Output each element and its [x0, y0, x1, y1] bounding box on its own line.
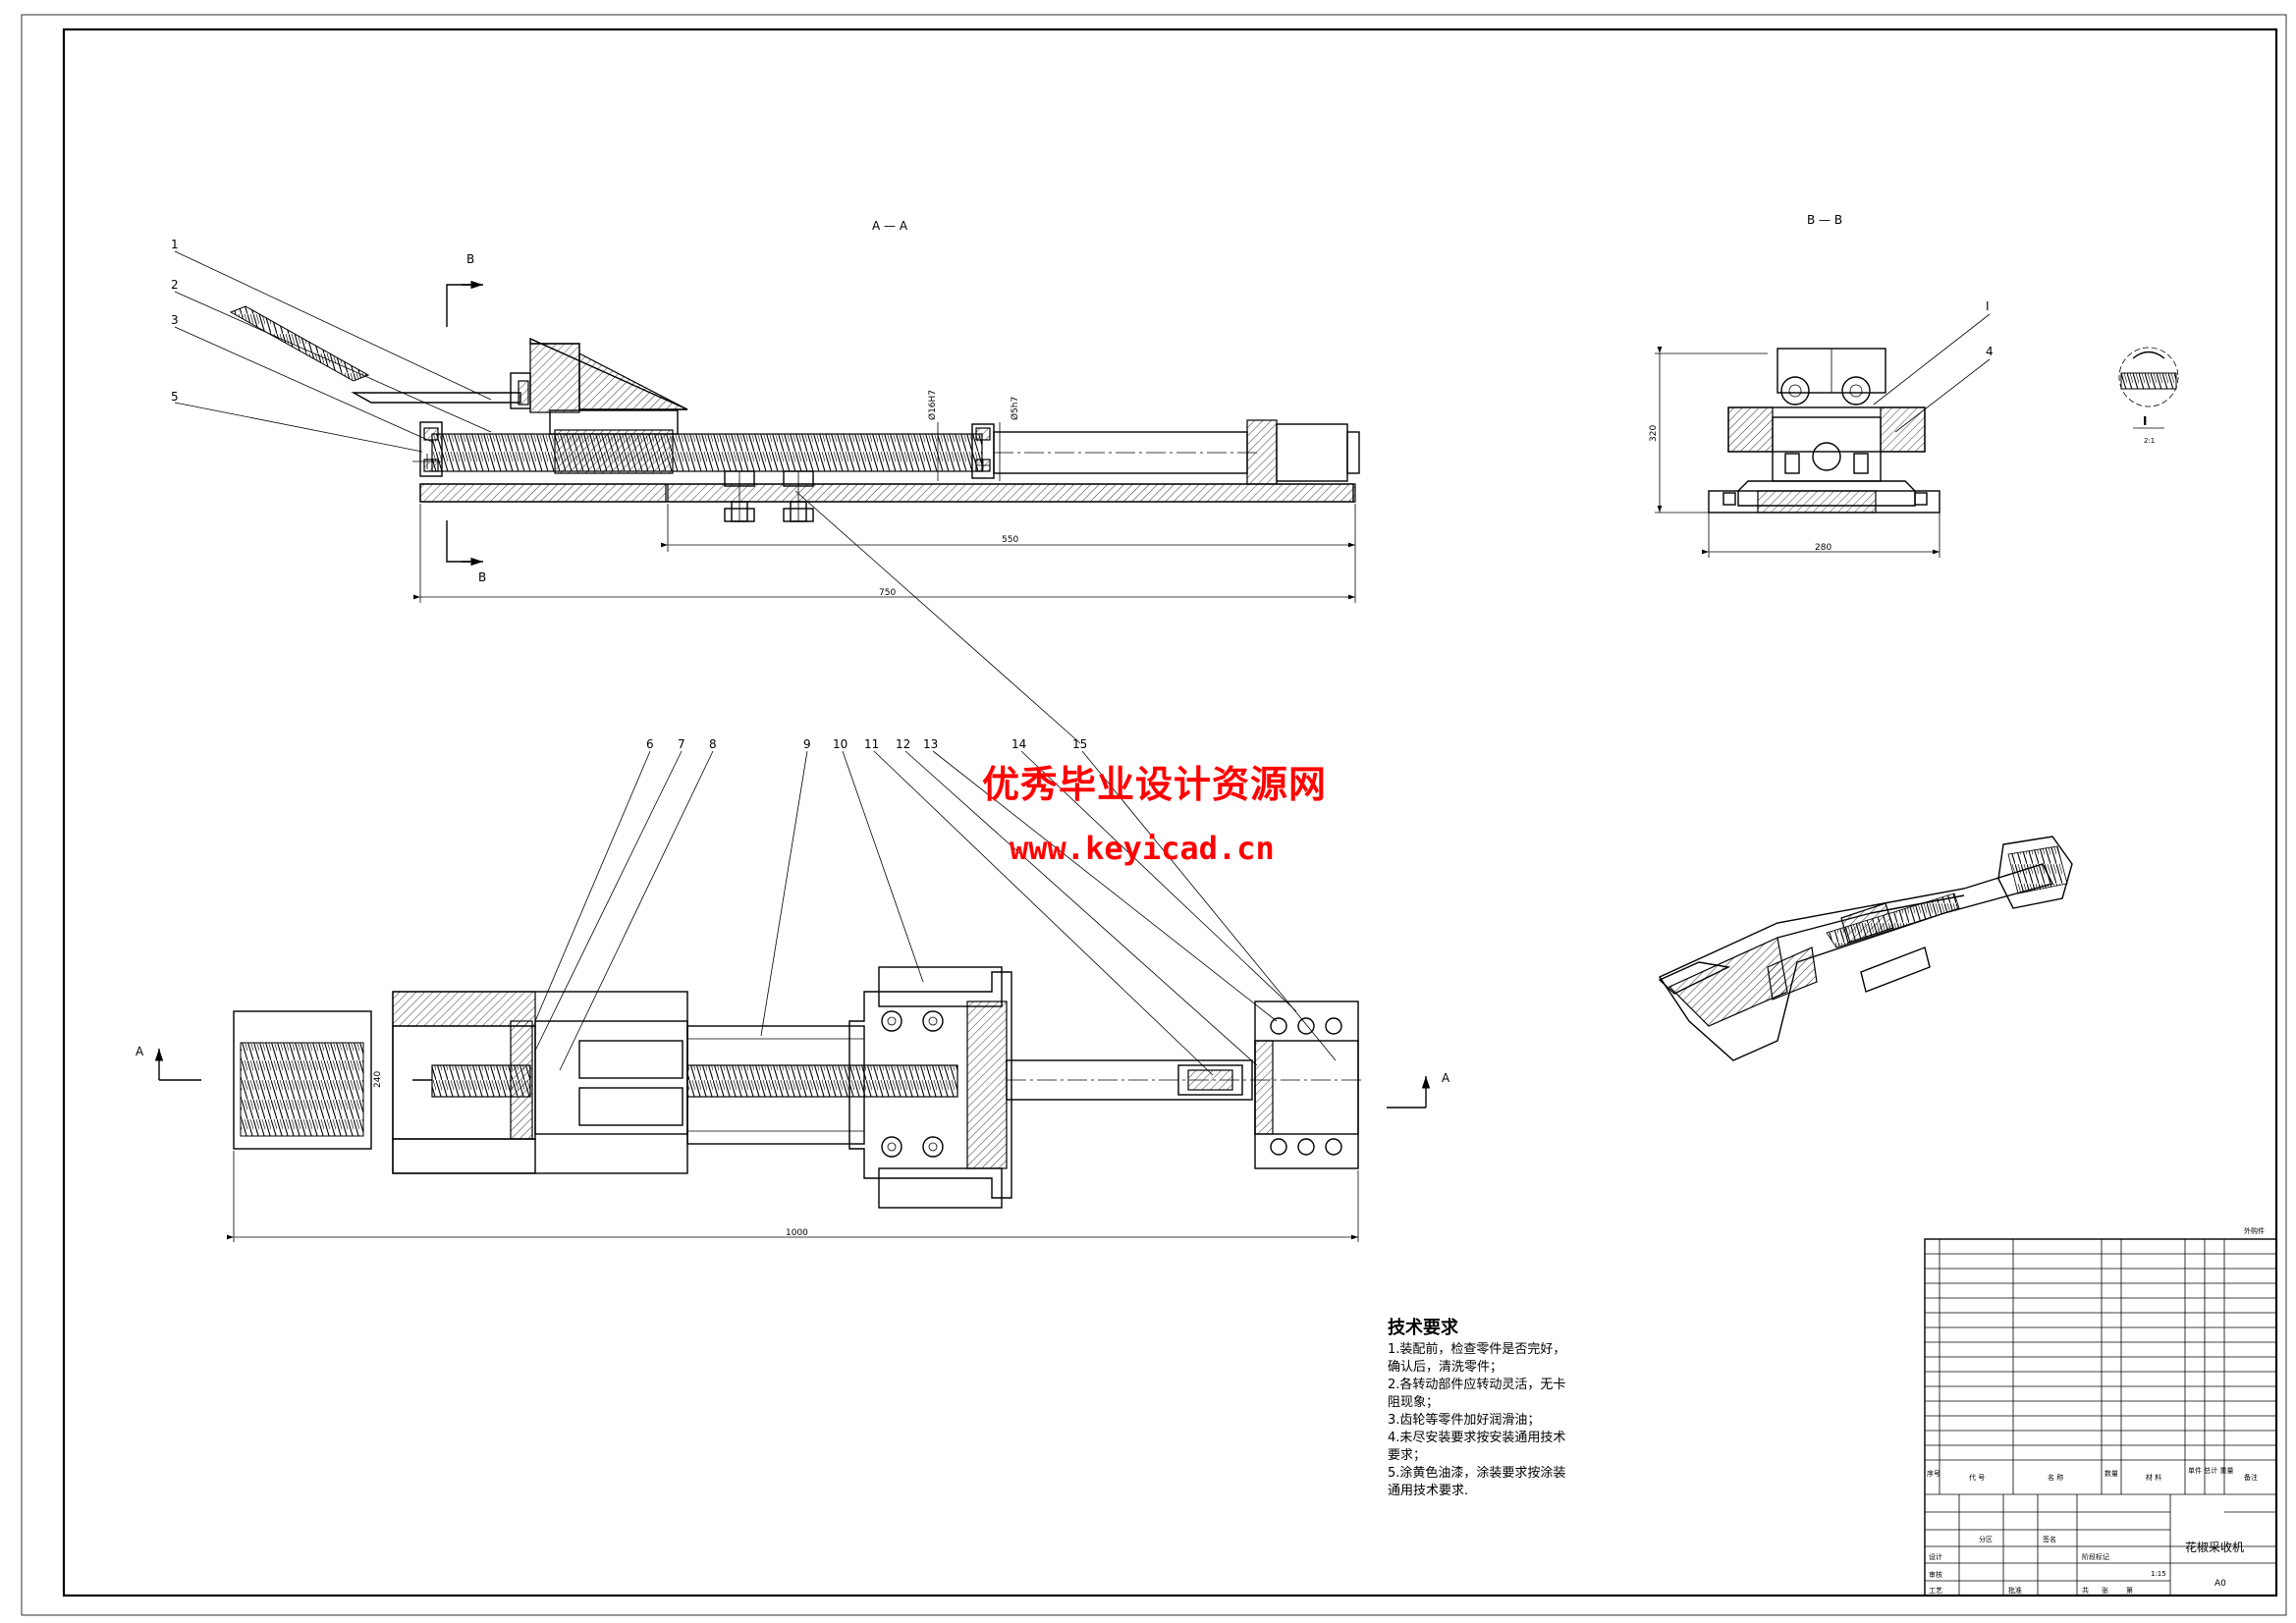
screw-plan-main — [686, 1064, 958, 1098]
tech-req-line: 3.齿轮等零件加好润滑油； — [1388, 1413, 1541, 1428]
detail-i-scale: 2:1 — [2144, 437, 2155, 445]
dim-1000: 1000 — [786, 1228, 808, 1238]
view-marker-b-bottom: B — [478, 570, 486, 584]
slide-rail — [667, 483, 1356, 503]
view-marker-a-left: A — [136, 1045, 144, 1058]
bom-header-weight: 单件 总计 重量 — [2188, 1466, 2233, 1475]
section-aa-label: A — A — [872, 219, 908, 233]
lead-screw — [431, 433, 983, 472]
view-marker-a-right: A — [1442, 1071, 1450, 1085]
balloon-9: 9 — [803, 737, 811, 751]
tech-req-line: 5.涂黄色油漆，涂装要求按涂装 — [1388, 1466, 1566, 1481]
bom-header-code: 代 号 — [1969, 1473, 1985, 1482]
bom-header-material: 材 料 — [2146, 1473, 2161, 1482]
comb-arm — [351, 392, 521, 404]
balloon-7: 7 — [678, 737, 685, 751]
balloon-15: 15 — [1072, 737, 1087, 751]
designer-label: 设计 — [1929, 1552, 1942, 1561]
balloon-1: 1 — [171, 238, 179, 251]
motor-flange — [1246, 419, 1278, 485]
tech-req-line: 4.未尽安装要求按安装通用技术 — [1388, 1431, 1566, 1445]
balloon-2: 2 — [171, 278, 179, 292]
balloon-14: 14 — [1011, 737, 1026, 751]
tech-req-line: 1.装配前，检查零件是否完好， — [1388, 1342, 1566, 1357]
tech-req-title: 技术要求 — [1388, 1318, 1458, 1338]
approve-label: 批准 — [2008, 1586, 2022, 1595]
outer-border — [21, 14, 2287, 1616]
balloon-3: 3 — [171, 313, 179, 327]
stage-label: 阶段标记 — [2082, 1552, 2109, 1561]
tech-req-line: 确认后，清洗零件； — [1388, 1360, 1503, 1375]
detail-i-label: I — [2143, 414, 2147, 428]
sign-label: 签名 — [2043, 1535, 2056, 1543]
watermark-title: 优秀毕业设计资源网 — [982, 763, 1328, 806]
detail-i-view: I 2:1 — [2118, 347, 2179, 445]
balloon-12: 12 — [896, 737, 910, 751]
carriage-plate — [848, 971, 1012, 1199]
motor-body — [1276, 423, 1348, 482]
sheet-label: 张 — [2102, 1586, 2108, 1595]
tech-req-line: 阻现象； — [1388, 1395, 1440, 1410]
picking-comb — [229, 305, 370, 382]
fit-5h7: Ø5h7 — [1010, 397, 1020, 420]
isometric-view — [1658, 836, 2073, 1061]
bom-header-name: 名 称 — [2048, 1473, 2063, 1482]
balloon-11: 11 — [864, 737, 879, 751]
bom-header-note: 备注 — [2244, 1473, 2258, 1482]
balloon-5: 5 — [171, 390, 179, 404]
balloon-8: 8 — [709, 737, 717, 751]
rail-plan — [686, 1025, 865, 1145]
total-label: 共 — [2082, 1586, 2089, 1595]
scale-value: 1:15 — [2151, 1570, 2166, 1578]
section-aa-view: A — A B B — [171, 219, 1360, 744]
section-bb-view: B — B 320 280 I 4 — [1649, 213, 1994, 558]
dim-550: 550 — [1002, 535, 1018, 545]
tech-req-line: 2.各转动部件应转动灵活，无卡 — [1388, 1378, 1566, 1392]
bom-header-qty: 数量 — [2105, 1469, 2118, 1478]
left-bearing — [419, 421, 443, 477]
view-marker-b-top: B — [466, 252, 474, 266]
sheet-size: A0 — [2214, 1579, 2226, 1589]
purchased-note: 外购件 — [2244, 1226, 2265, 1235]
balloon-10: 10 — [833, 737, 847, 751]
bom-header-no: 序号 — [1927, 1469, 1941, 1478]
balloon-i: I — [1986, 299, 1990, 313]
fit-16h7: Ø16H7 — [927, 390, 938, 420]
review-label: 审核 — [1929, 1570, 1942, 1579]
balloon-6: 6 — [646, 737, 654, 751]
page-label: 第 — [2126, 1586, 2133, 1595]
process-label: 工艺 — [1929, 1587, 1942, 1595]
balloon-4: 4 — [1986, 345, 1994, 358]
dim-320: 320 — [1649, 425, 1659, 442]
clamp-block — [529, 343, 580, 413]
tech-req-line: 通用技术要求. — [1388, 1484, 1469, 1498]
balloon-13: 13 — [923, 737, 938, 751]
plan-view: A A — [136, 737, 1450, 1242]
dim-750: 750 — [879, 588, 896, 598]
dim-240: 240 — [373, 1071, 383, 1088]
watermark-url: www.keyicad.cn — [1010, 830, 1275, 867]
partition-label: 分区 — [1979, 1535, 1993, 1543]
section-bb-label: B — B — [1807, 213, 1842, 227]
tech-req-line: 要求； — [1388, 1448, 1427, 1463]
title-block: 外购件 序号 代 号 名 — [1924, 1226, 2277, 1596]
product-name: 花椒采收机 — [2185, 1540, 2244, 1554]
technical-requirements: 技术要求 1.装配前，检查零件是否完好， 确认后，清洗零件； 2.各转动部件应转动灵… — [1388, 1320, 1594, 1500]
anchor-bolts — [724, 470, 814, 522]
dim-280: 280 — [1815, 543, 1831, 553]
tech-req-lines: 1.装配前，检查零件是否完好， 确认后，清洗零件； 2.各转动部件应转动灵活，无卡阻… — [1388, 1341, 1594, 1500]
nut-block — [554, 429, 674, 474]
inner-frame — [62, 27, 2278, 1597]
